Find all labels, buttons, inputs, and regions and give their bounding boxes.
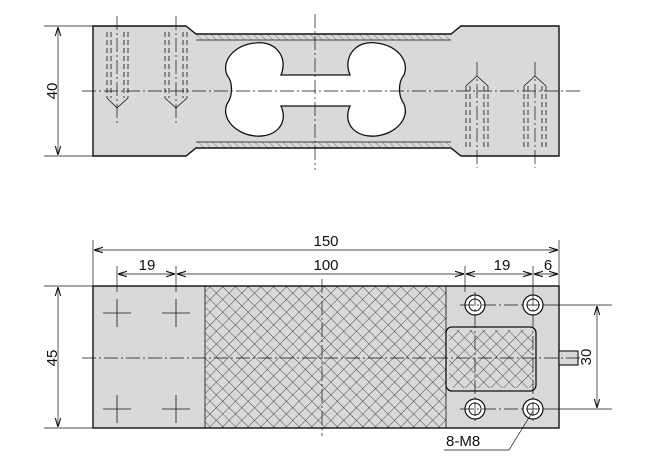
bottom-view: 150 19 100 19 6 45 30 8-M8: [44, 233, 612, 451]
dim-text-45: 45: [44, 350, 61, 367]
top-recess-hatch: [196, 34, 451, 40]
top-view: 40: [44, 14, 580, 170]
mounting-marks-left: [103, 299, 190, 423]
dim-text-19-right: 19: [494, 257, 511, 274]
thread-callout-text: 8-M8: [446, 433, 480, 450]
dim-text-150: 150: [313, 233, 338, 250]
dim-text-100: 100: [313, 257, 338, 274]
right-threaded-holes: [465, 62, 547, 168]
left-threaded-holes: [106, 16, 188, 124]
cable-pocket-hatch: [449, 330, 533, 388]
dim-text-19-left: 19: [139, 257, 156, 274]
bottom-recess-hatch: [196, 142, 451, 148]
gauge-pad-hatch: [204, 285, 447, 429]
bone-cutout: [225, 42, 406, 137]
dim-text-40: 40: [44, 83, 61, 100]
thread-callout-leader: [444, 410, 534, 451]
dim-text-30: 30: [578, 349, 595, 366]
dim-text-6: 6: [544, 257, 552, 274]
m8-threaded-holes: [460, 292, 548, 422]
